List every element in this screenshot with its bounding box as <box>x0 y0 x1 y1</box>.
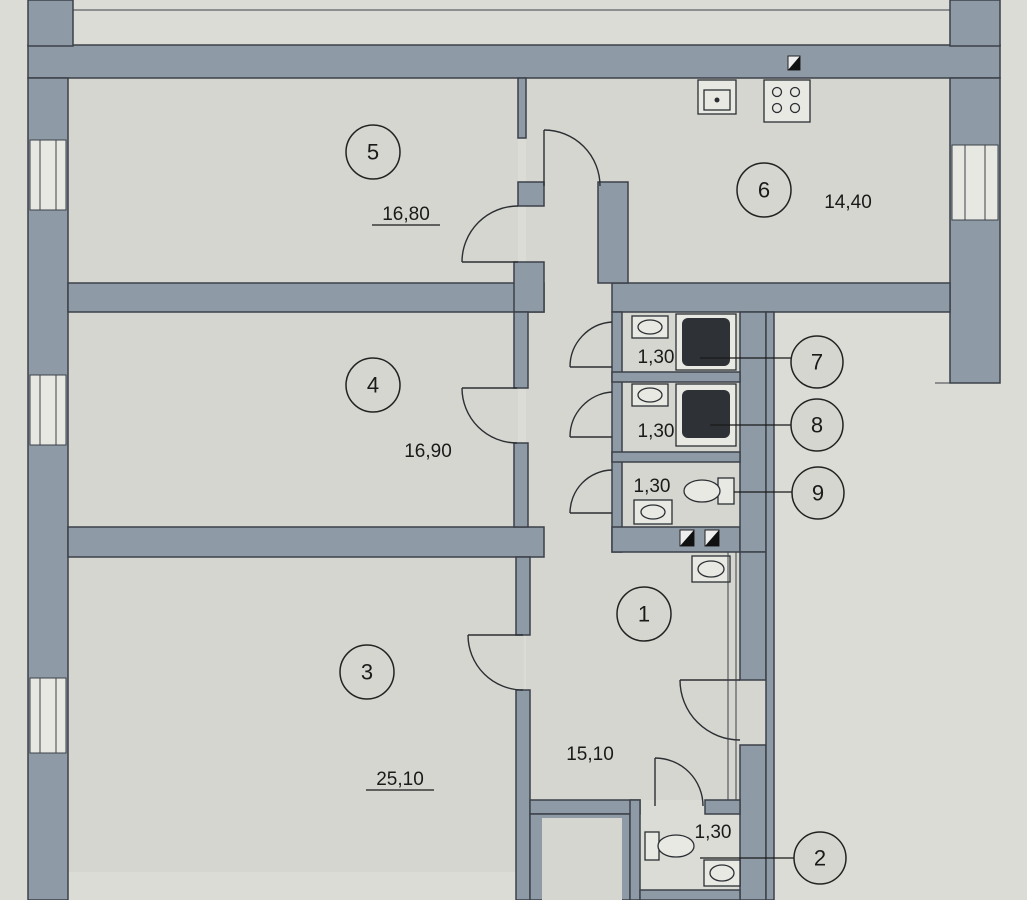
room-label-9: 9 1,30 <box>634 466 845 520</box>
door-swing-icon <box>543 129 601 187</box>
room-number: 4 <box>367 373 379 398</box>
door-swing-icon <box>461 387 518 444</box>
wall-top-left-pier <box>27 0 74 47</box>
washbasin-icon <box>703 859 741 887</box>
room-number: 1 <box>638 602 650 627</box>
sink-icon <box>697 79 737 115</box>
room-area: 1,30 <box>695 822 732 843</box>
door-swing-icon <box>569 391 613 438</box>
room-area: 16,90 <box>404 441 452 462</box>
room-label-5: 5 16,80 <box>345 124 440 226</box>
room-area: 16,80 <box>382 204 430 225</box>
wall-corr-3-lower <box>515 689 531 900</box>
wall-left <box>27 77 69 900</box>
room-label-2: 2 1,30 <box>695 822 847 885</box>
ventilation-shaft-icon <box>679 529 720 547</box>
wall-6-left-lower <box>597 181 629 284</box>
ventilation-shaft-icon <box>787 55 801 71</box>
wall-top-right-pier <box>949 0 1001 47</box>
wall-6-bottom <box>611 282 951 313</box>
wall-wc2-top <box>704 799 741 815</box>
wall-top <box>27 44 1001 79</box>
room-number: 2 <box>814 846 826 871</box>
room-5-floor <box>68 78 518 283</box>
door-swing-icon <box>569 469 613 514</box>
door-swing-icon <box>679 679 741 741</box>
wall-corr-right <box>739 551 767 681</box>
room-area: 15,10 <box>566 744 614 765</box>
wall-corr-bottom <box>529 799 641 815</box>
walls <box>27 0 1001 900</box>
shower-tray-icon <box>675 383 737 447</box>
wall-corr-5 <box>513 261 545 313</box>
wall-corr-4-lower <box>513 442 529 528</box>
wall-5-6-jamb <box>517 181 545 207</box>
wall-4-3 <box>67 526 545 558</box>
fixtures <box>631 55 811 887</box>
washbasin-icon <box>631 383 669 407</box>
toilet-icon <box>683 477 735 505</box>
wall-corr-right-lower <box>739 744 767 900</box>
window-icon <box>29 374 67 446</box>
shower-tray-icon <box>675 313 737 371</box>
room-number-circle <box>790 335 844 389</box>
room-number: 3 <box>361 660 373 685</box>
wall-bath-right <box>739 311 767 553</box>
wall-right-partition <box>765 311 775 900</box>
room-label-6: 6 14,40 <box>736 162 872 218</box>
room-number-circle <box>345 357 401 413</box>
wall-corr-4-upper <box>513 311 529 389</box>
wall-5-4 <box>67 282 545 313</box>
room-number-circle <box>793 831 847 885</box>
door-swing-icon <box>461 205 519 263</box>
room-number: 6 <box>758 178 770 203</box>
wall-7-8 <box>611 371 741 383</box>
room-area: 1,30 <box>634 476 671 497</box>
wall-wc2-bottom <box>639 889 741 900</box>
room-area: 25,10 <box>376 769 424 790</box>
room-number-circle <box>790 398 844 452</box>
room-label-8: 8 1,30 <box>638 398 844 452</box>
room-number: 7 <box>811 350 823 375</box>
wall-wc2-left <box>629 799 641 900</box>
room-number-circle <box>339 644 395 700</box>
room-area: 1,30 <box>638 347 675 368</box>
wall-bath-left <box>611 311 623 553</box>
windows <box>29 139 999 754</box>
wall-corr-3-upper <box>515 556 531 636</box>
room-3-floor <box>68 557 524 872</box>
room-number-circle <box>736 162 792 218</box>
shaft-inner <box>542 818 622 900</box>
wall-8-9 <box>611 451 741 463</box>
room-area: 14,40 <box>824 192 872 213</box>
wall-bath-bottom <box>611 526 741 553</box>
room-label-1: 1 15,10 <box>566 586 672 765</box>
door-swing-icon <box>569 321 613 368</box>
room-number: 8 <box>811 413 823 438</box>
washbasin-icon <box>633 499 673 525</box>
room-number: 9 <box>812 481 824 506</box>
door-swing-icon <box>467 634 524 691</box>
room-number-circle <box>616 586 672 642</box>
room-label-4: 4 16,90 <box>345 357 452 462</box>
room-number-circle <box>345 124 401 180</box>
washbasin-icon <box>691 555 731 583</box>
window-icon <box>951 144 999 221</box>
room-area: 1,30 <box>638 421 675 442</box>
stove-icon <box>763 79 811 123</box>
wall-right <box>949 77 1001 384</box>
room-number-circle <box>791 466 845 520</box>
washbasin-icon <box>631 315 669 339</box>
toilet-icon <box>644 831 695 861</box>
room-number: 5 <box>367 140 379 165</box>
door-swing-icon <box>654 757 704 807</box>
room-label-3: 3 25,10 <box>339 644 434 791</box>
wall-5-6-upper <box>517 77 527 139</box>
room-label-7: 7 1,30 <box>638 335 844 389</box>
doors <box>461 129 741 807</box>
window-icon <box>29 139 67 211</box>
room-4-floor <box>68 312 518 527</box>
window-icon <box>29 677 67 754</box>
